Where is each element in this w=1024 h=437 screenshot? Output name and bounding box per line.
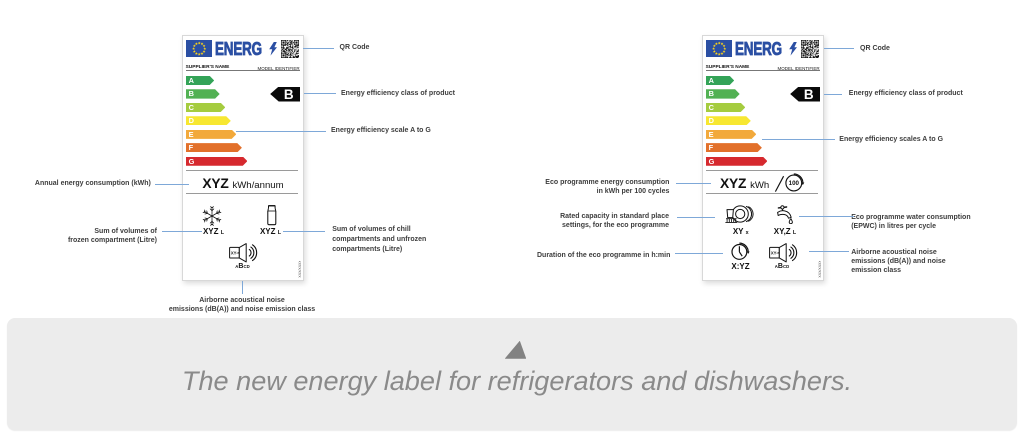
svg-text:dB: dB <box>236 252 239 255</box>
svg-text:dB: dB <box>776 252 779 255</box>
svg-text:XY: XY <box>771 250 777 255</box>
svg-text:100: 100 <box>789 180 800 187</box>
svg-text:XXX/XXXX: XXX/XXXX <box>817 261 821 278</box>
svg-text:XXX/XXXX: XXX/XXXX <box>297 261 301 278</box>
svg-text:XY: XY <box>230 250 236 255</box>
